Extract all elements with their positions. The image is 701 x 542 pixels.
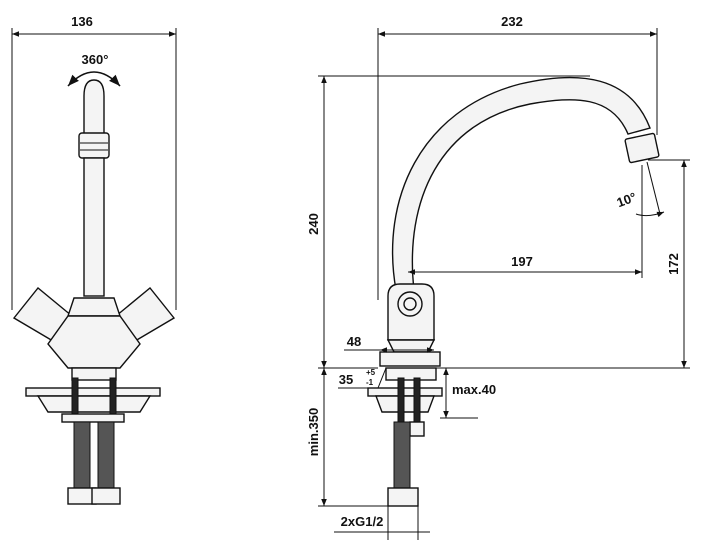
dim-base-48: 48	[347, 334, 361, 349]
dim-height-240: 240	[306, 213, 321, 235]
side-view: 232 240 172 197 10° 48	[306, 14, 690, 540]
dim-tilt-35: 35	[339, 372, 353, 387]
dim-max-40: max.40	[452, 382, 496, 397]
dim-rotation-360: 360°	[82, 52, 109, 67]
dim-angle-10: 10°	[615, 189, 639, 210]
dim-spout-172: 172	[666, 253, 681, 275]
dim-connection-g12: 2xG1/2	[341, 514, 384, 529]
dim-outlet-197: 197	[511, 254, 533, 269]
dim-hose-350: min.350	[306, 408, 321, 456]
dim-reach-232: 232	[501, 14, 523, 29]
dim-tilt-tol-plus: +5	[366, 368, 376, 377]
dim-tilt-tol-minus: -1	[366, 378, 374, 387]
front-view: 136 360°	[11, 14, 177, 505]
dim-width-136: 136	[71, 14, 93, 29]
